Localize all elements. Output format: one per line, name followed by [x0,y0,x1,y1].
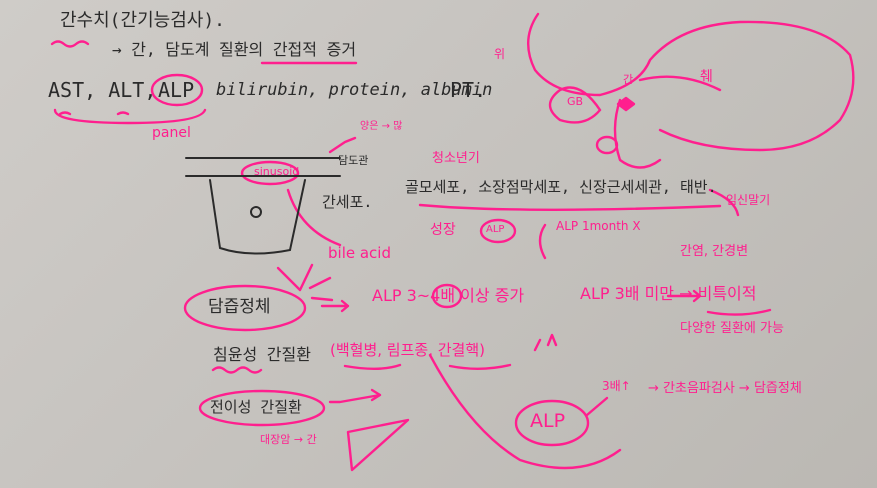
cells-growth: 성장 [430,222,456,238]
cell-list: 골모세포, 소장점막세포, 신장근세세관, 태반. [405,178,717,196]
tests-others: bilirubin, protein, albumin [216,80,493,100]
subheading: → 간, 담도계 질환의 간접적 증거 [112,40,357,59]
cholestasis-compare: ALP 3배 미만 → 비특이적 [580,284,757,303]
metastatic-label: 전이성 간질환 [210,398,302,416]
gb-label: GB [567,95,584,108]
infiltrative-label: 침윤성 간질환 [213,345,311,364]
diagram-bile-acid: bile acid [328,244,391,262]
alp-box-label: ALP [530,410,566,432]
diagram-top-note: 양은 → 많 [360,121,403,132]
alp-box-arrow-note: 3배↑ [602,379,631,393]
tests-pt: PT. [450,78,487,102]
liver-label: 간 [623,73,634,86]
label-bile-duct: 담도관 [338,154,369,167]
alp-note: ALP 1month X [556,219,641,233]
right-label: 췌 [700,69,713,85]
tests-panel: panel [152,125,191,141]
metastatic-note: 대장암 → 간 [260,433,317,446]
diagram-sinusoid: sinusoid [254,165,300,178]
cells-growth-circled: ALP [486,224,505,235]
anatomy-label: 위 [494,47,506,61]
heading: 간수치(간기능검사). [60,10,225,31]
infiltrative-examples: (백혈병, 림프종, 간결핵) [330,341,485,359]
alp-box-ultrasound: → 간초음파검사 → 담즙정체 [648,381,802,396]
tests-alp: ALP [158,78,195,102]
cholestasis-various: 다양한 질환에 가능 [680,321,784,336]
label-cell: 간세포. [322,193,373,211]
cholestasis-result: ALP 3~4배 이상 증가 [372,286,525,305]
liver-note: 간염, 간경변 [680,244,749,259]
cholestasis-label: 담즙정체 [208,297,271,317]
tests-ast-alt: AST, ALT, [48,78,157,102]
cells-header: 청소년기 [432,151,480,166]
right-note: 임신말기 [726,193,771,207]
